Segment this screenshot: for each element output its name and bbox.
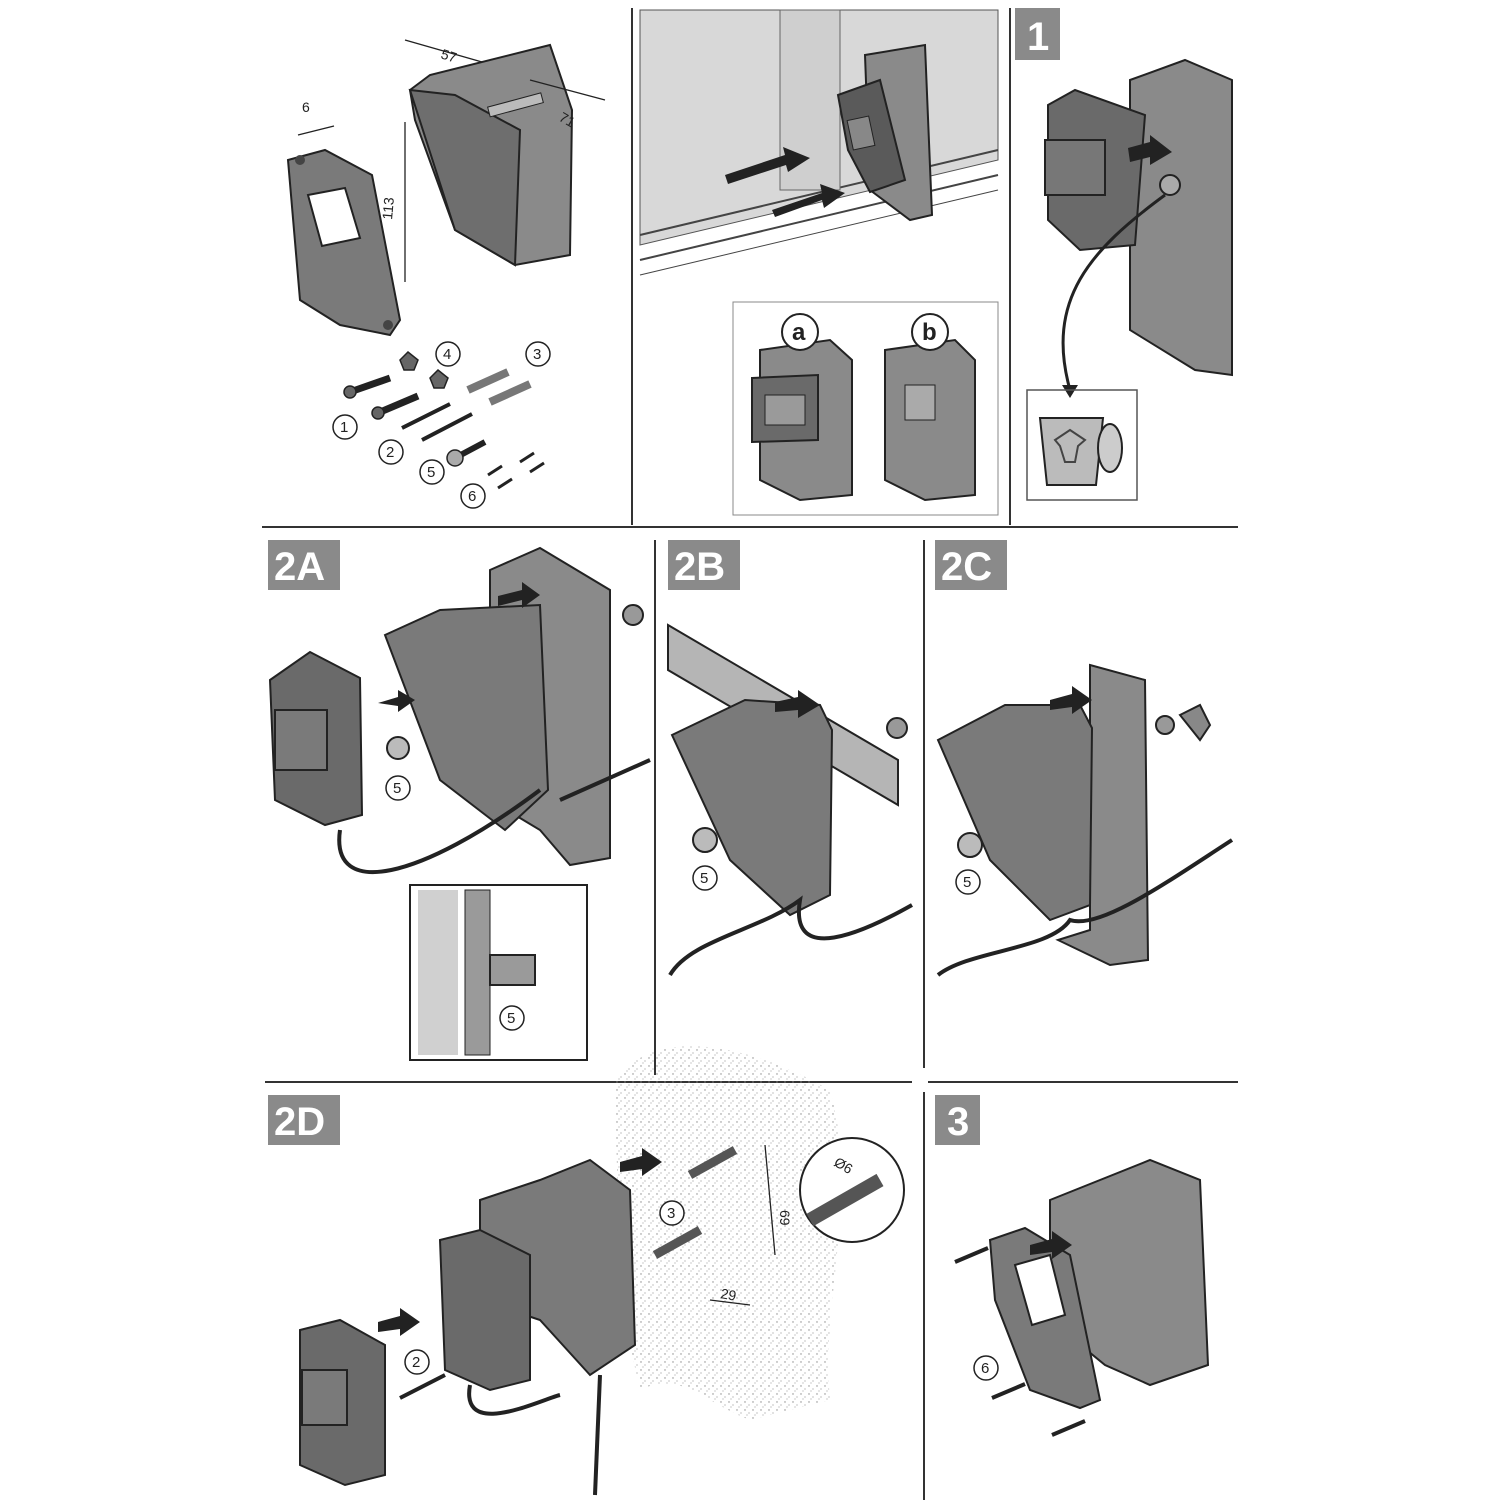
part-6-label: 6 [468,488,476,505]
dimension-hole-vertical: 69 [777,1210,793,1226]
step-2c-label: 2C [941,545,992,589]
part-2-label: 2 [386,444,394,461]
variant-a-label: a [792,319,806,346]
step-2d-label: 2D [274,1100,325,1144]
step-1-tag [1015,8,1060,60]
hardware-parts [343,350,545,490]
detail-part-5-label: 5 [507,1010,515,1027]
step-2d-tag [268,1095,340,1145]
part-3-label: 3 [533,346,541,363]
step-2a-part-5-label: 5 [393,780,401,797]
step-2b-tag [668,540,740,590]
step-2a-label: 2A [274,545,325,589]
variant-b-label: b [922,319,937,346]
step-1-label: 1 [1027,15,1049,59]
step-2b-part-5-label: 5 [700,870,708,887]
panel-step-2d: 2D 69 29 Ø6 3 2 [268,1046,905,1496]
step-3-part-6-label: 6 [981,1360,989,1377]
dimension-width: 57 [439,46,459,66]
panel-step-2c: 2C 5 [935,540,1234,977]
step-3-tag [935,1095,980,1145]
variant-a-device: a [751,313,853,502]
step-2d-part-3-label: 3 [667,1205,675,1222]
front-cover [286,148,402,337]
pull-arrow-icon [725,147,810,184]
panel-step-1: 1 [1015,8,1233,501]
variant-b-device: b [884,313,976,502]
part-5-label: 5 [427,464,435,481]
panel-step-2b: 2B 5 [667,540,913,977]
part-4-label: 4 [443,346,451,363]
step-2c-tag [935,540,1007,590]
step-2a-tag [268,540,340,590]
part-number-badges: 1 2 3 4 5 6 [332,341,551,509]
parts-overview: 57 71 113 6 1 2 [286,39,606,509]
part-1-label: 1 [340,419,348,436]
step-2d-part-2-label: 2 [412,1354,420,1371]
panel-step-3: 3 6 [935,1095,1210,1437]
variants-box [732,301,999,516]
recycling-bin-icon [1038,417,1123,486]
mounted-device [836,43,934,222]
pull-arrow-icon [1128,135,1172,165]
dimension-lines [297,39,606,282]
push-arrow-icon [772,184,845,217]
panel-dividers [262,8,1238,1500]
dimension-depth: 71 [557,109,579,131]
panel-step-2a: 2A 5 5 [268,540,651,1061]
dimension-hole-horizontal: 29 [719,1285,737,1303]
step-2c-part-5-label: 5 [963,874,971,891]
rail-mount-view: a b [639,9,999,516]
dimension-cover-thickness: 6 [302,99,310,115]
wall-surface [615,1046,842,1420]
step-3-label: 3 [947,1100,969,1144]
step-2b-label: 2B [674,545,725,589]
dimension-height: 113 [379,196,397,220]
enclosure-box [408,43,574,267]
